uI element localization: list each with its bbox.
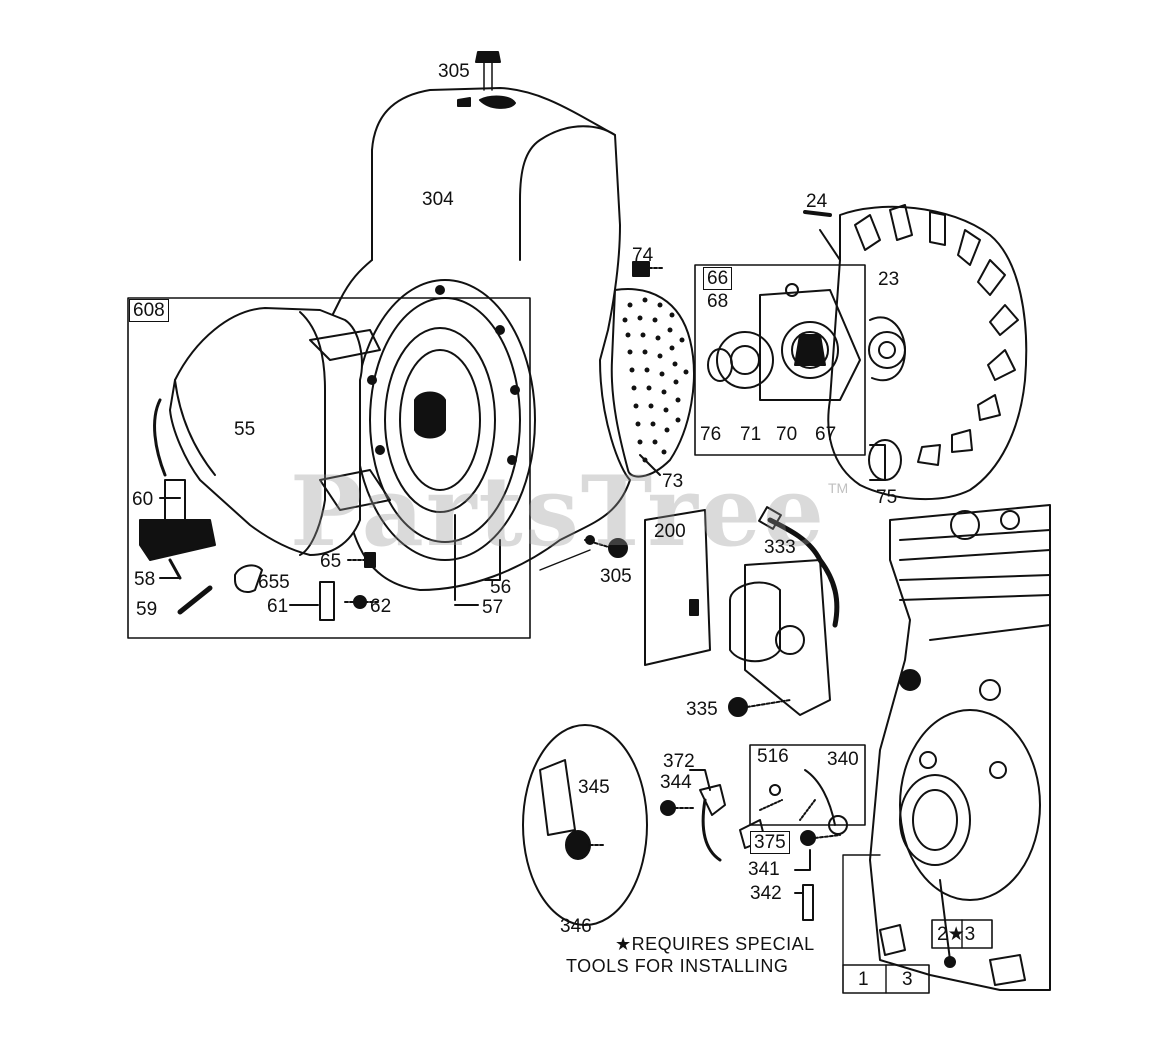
- callout-70: 70: [776, 424, 798, 445]
- box-66: [694, 264, 866, 456]
- callout-76: 76: [700, 424, 722, 445]
- callout-65: 65: [320, 551, 342, 572]
- callout-59: 59: [136, 599, 158, 620]
- callout-516: 516: [757, 746, 789, 767]
- bolt-305-mid: [539, 538, 628, 571]
- callout-24: 24: [806, 191, 828, 212]
- box-516: [749, 744, 866, 826]
- starter-handle-part: [139, 398, 216, 580]
- armature-333-part: [729, 506, 840, 716]
- callout-71: 71: [740, 424, 762, 445]
- callout-342: 342: [750, 883, 782, 904]
- callout-62: 62: [370, 596, 392, 617]
- callout-1: 1: [858, 969, 869, 990]
- callout-305-mid: 305: [600, 566, 632, 587]
- callout-346: 346: [560, 916, 592, 937]
- engine-block-part: [869, 504, 1051, 991]
- governor-bracket-part: [660, 769, 726, 862]
- callout-68: 68: [707, 291, 729, 312]
- callout-66: 66: [703, 267, 733, 290]
- governor-parts: [739, 769, 848, 849]
- callout-57: 57: [482, 597, 504, 618]
- special-tools-note-line-2: TOOLS FOR INSTALLING: [566, 956, 789, 976]
- callout-60: 60: [132, 489, 154, 510]
- callout-73: 73: [662, 471, 684, 492]
- callout-200: 200: [654, 521, 686, 542]
- callout-655: 655: [258, 572, 290, 593]
- screw-335: [728, 697, 791, 717]
- callout-372: 372: [663, 751, 695, 772]
- callout-74: 74: [632, 245, 654, 266]
- callout-608: 608: [129, 299, 169, 322]
- callout-305-top: 305: [438, 61, 470, 82]
- callout-75: 75: [876, 487, 898, 508]
- special-tools-note-line-1: ★REQUIRES SPECIAL: [615, 934, 815, 954]
- callout-23: 23: [878, 269, 900, 290]
- bracket-200-part: [644, 509, 711, 666]
- watermark: PartsTree: [290, 455, 826, 568]
- pin-59: [177, 585, 213, 615]
- callout-304: 304: [422, 189, 454, 210]
- breaker-assembly-part: [707, 283, 861, 401]
- callout-55: 55: [234, 419, 256, 440]
- rotating-screen-part: [610, 288, 695, 478]
- callout-67: 67: [815, 424, 837, 445]
- starter-pulley-part: [522, 724, 648, 926]
- callout-340: 340: [827, 749, 859, 770]
- box-608: [127, 297, 531, 639]
- starter-cover-part: [169, 307, 391, 556]
- nut-75: [868, 439, 902, 481]
- blower-housing-part: [319, 87, 631, 591]
- callout-345: 345: [578, 777, 610, 798]
- flywheel-part: [803, 204, 1028, 500]
- bolt-305-top: [475, 51, 501, 91]
- plate-61: [319, 581, 335, 621]
- callout-344: 344: [660, 772, 692, 793]
- callout-2-star-3: 2★3: [937, 924, 976, 945]
- housing-flange: [354, 279, 595, 601]
- callout-58: 58: [134, 569, 156, 590]
- spring-655: [234, 564, 263, 593]
- callout-61: 61: [267, 596, 289, 617]
- callout-3: 3: [902, 969, 913, 990]
- callout-56: 56: [490, 577, 512, 598]
- callout-375: 375: [750, 831, 790, 854]
- callout-335: 335: [686, 699, 718, 720]
- callout-341: 341: [748, 859, 780, 880]
- callout-333: 333: [764, 537, 796, 558]
- bolt-74: [632, 261, 663, 277]
- pin-342: [794, 884, 814, 921]
- watermark-tm: TM: [828, 480, 849, 496]
